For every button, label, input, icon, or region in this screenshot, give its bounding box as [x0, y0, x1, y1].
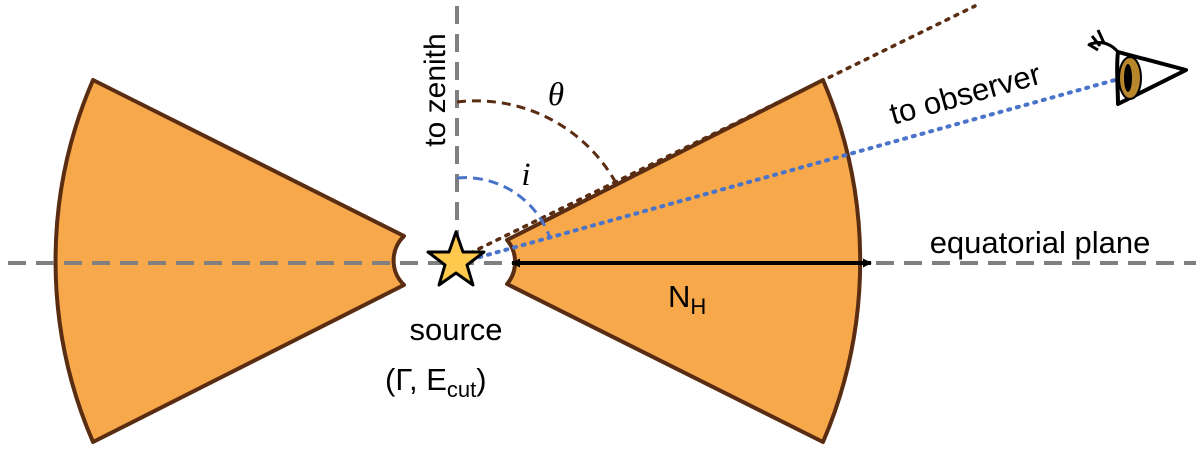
- column-density-label: NH: [668, 279, 706, 319]
- equatorial-plane-label: equatorial plane: [930, 225, 1151, 260]
- source-params-subscript: cut: [447, 377, 476, 402]
- column-density-main: N: [668, 279, 690, 314]
- eye-icon: [1087, 29, 1188, 106]
- zenith-label: to zenith: [419, 33, 452, 146]
- theta-label: θ: [548, 77, 564, 113]
- column-density-subscript: H: [690, 294, 706, 319]
- star-icon: [426, 230, 486, 287]
- source-label: source: [409, 312, 502, 347]
- torus-left: [53, 78, 406, 444]
- source-params-label: (Γ, Ecut): [385, 362, 487, 402]
- source-params-close: ): [476, 362, 486, 397]
- inclination-label: i: [521, 157, 530, 193]
- inclination-arc: [456, 176, 552, 239]
- source-params-open: (Γ, E: [385, 362, 447, 397]
- theta-arc: [456, 99, 618, 184]
